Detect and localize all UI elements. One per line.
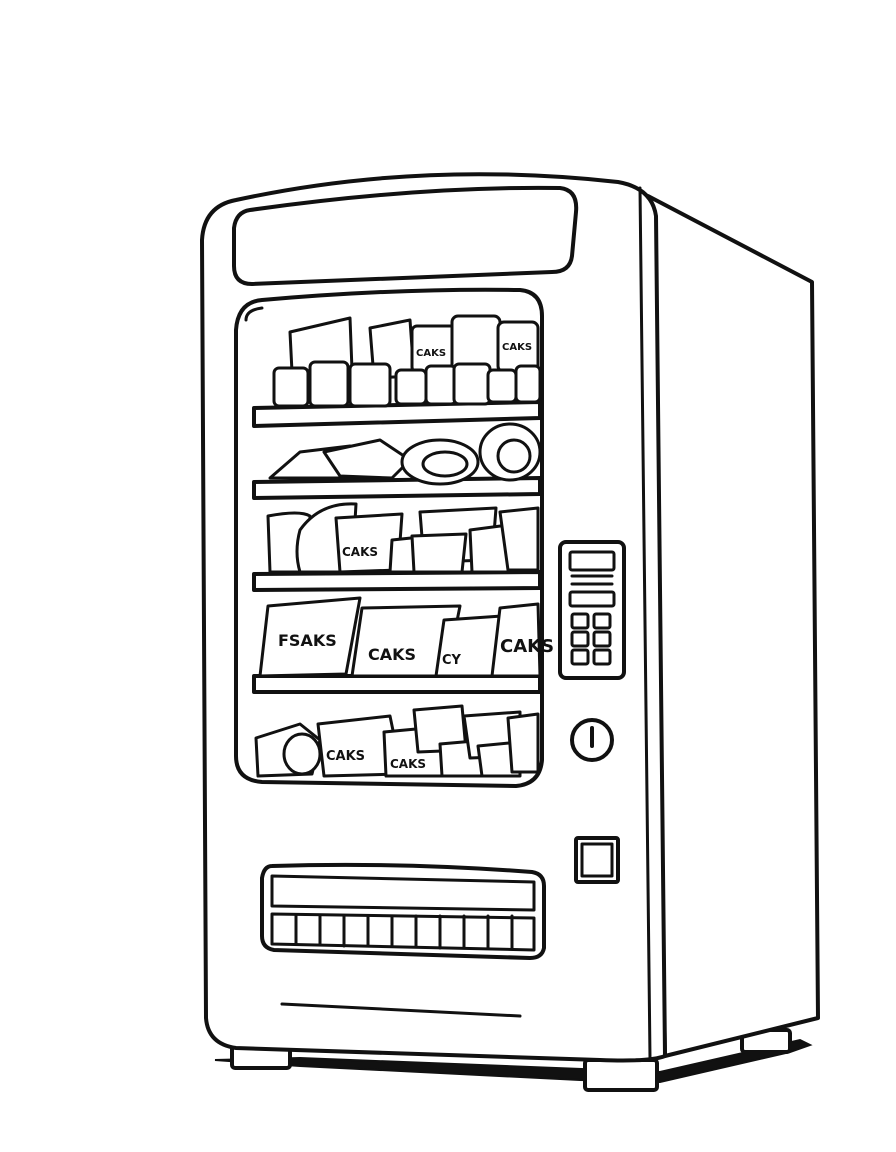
ground-shadow bbox=[214, 1038, 813, 1084]
package-label-6: CAKS bbox=[500, 636, 554, 657]
products-bottom-heap: CAKS CAKS bbox=[254, 704, 540, 778]
front-edge-line bbox=[638, 186, 652, 1060]
keypad-button bbox=[592, 612, 612, 630]
package-label-0: CAKS bbox=[416, 348, 446, 359]
knob-icon bbox=[570, 718, 614, 762]
shelf-2 bbox=[252, 476, 542, 500]
package-label-1: CAKS bbox=[502, 342, 532, 353]
package-label-7: CAKS bbox=[326, 749, 365, 764]
kick-plate-line bbox=[280, 1002, 522, 1018]
keypad-button bbox=[592, 630, 612, 648]
machine-side-panel bbox=[646, 194, 820, 1058]
products-row-3: CAKS bbox=[266, 502, 540, 574]
package-label-2: CAKS bbox=[342, 545, 378, 559]
package-label-3: FSAKS bbox=[278, 631, 337, 650]
keypad-panel bbox=[558, 540, 626, 680]
keypad-button bbox=[570, 630, 590, 648]
package-label-5: CY bbox=[442, 653, 462, 668]
dispensing-tray bbox=[260, 862, 546, 960]
package-label-8: CAKS bbox=[390, 757, 426, 771]
keypad-button bbox=[570, 612, 590, 630]
square-slot-icon bbox=[574, 836, 620, 884]
package-label-4: CAKS bbox=[368, 645, 416, 664]
products-row-4: FSAKS CAKS CY CAKS bbox=[258, 596, 554, 678]
shelf-3 bbox=[252, 570, 542, 592]
products-row-2 bbox=[268, 422, 542, 486]
shelf-4 bbox=[252, 674, 542, 694]
keypad-buttons bbox=[570, 612, 612, 666]
products-row-1: CAKS CAKS bbox=[272, 314, 542, 408]
keypad-button bbox=[592, 648, 612, 666]
keypad-button bbox=[570, 648, 590, 666]
header-sign-panel bbox=[232, 185, 579, 286]
